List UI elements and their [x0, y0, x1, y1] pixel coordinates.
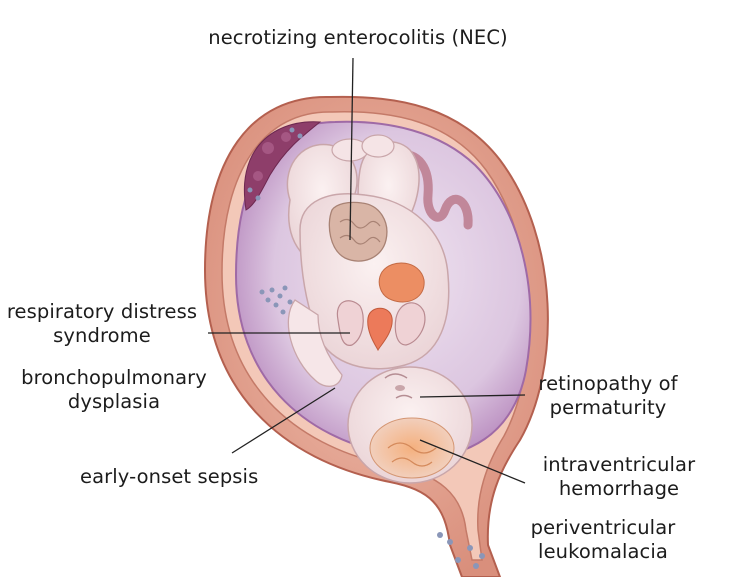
label-respiratory-distress: respiratory distress syndrome	[4, 300, 200, 348]
label-bronchopulmonary-dysplasia: bronchopulmonary dysplasia	[14, 366, 214, 414]
label-pvl-line2: leukomalacia	[518, 540, 688, 564]
label-bpd-line1: bronchopulmonary	[14, 366, 214, 390]
label-intraventricular-hemorrhage: intraventricular hemorrhage	[534, 453, 704, 501]
label-nec: necrotizing enterocolitis (NEC)	[198, 26, 518, 50]
label-rop-line2: permaturity	[528, 396, 688, 420]
label-sepsis-text: early-onset sepsis	[80, 465, 270, 489]
label-periventricular-leukomalacia: periventricular leukomalacia	[518, 516, 688, 564]
label-rop-line1: retinopathy of	[528, 372, 688, 396]
label-retinopathy: retinopathy of permaturity	[528, 372, 688, 420]
label-ivh-line1: intraventricular	[534, 453, 704, 477]
label-early-onset-sepsis: early-onset sepsis	[80, 465, 270, 489]
label-bpd-line2: dysplasia	[14, 390, 214, 414]
label-rds-line2: syndrome	[4, 324, 200, 348]
label-rds-line1: respiratory distress	[4, 300, 200, 324]
label-ivh-line2: hemorrhage	[534, 477, 704, 501]
label-nec-text: necrotizing enterocolitis (NEC)	[198, 26, 518, 50]
label-pvl-line1: periventricular	[518, 516, 688, 540]
